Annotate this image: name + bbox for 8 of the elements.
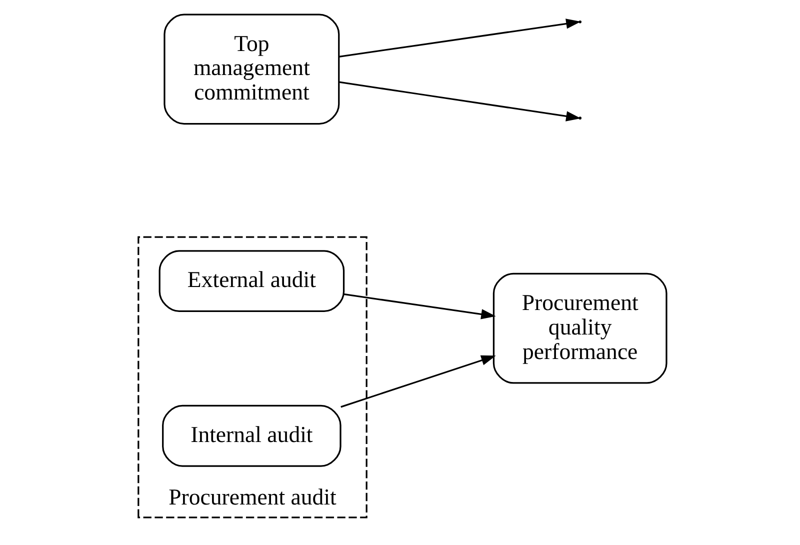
arrow	[344, 293, 496, 320]
node-box: Top management commitment	[164, 14, 340, 125]
node-box: Internal audit	[162, 404, 342, 467]
arrow	[339, 18, 581, 58]
arrow	[339, 81, 581, 122]
arrow	[340, 355, 496, 408]
node-box: Procurement quality performance	[492, 272, 668, 384]
node-box: External audit	[158, 250, 345, 312]
